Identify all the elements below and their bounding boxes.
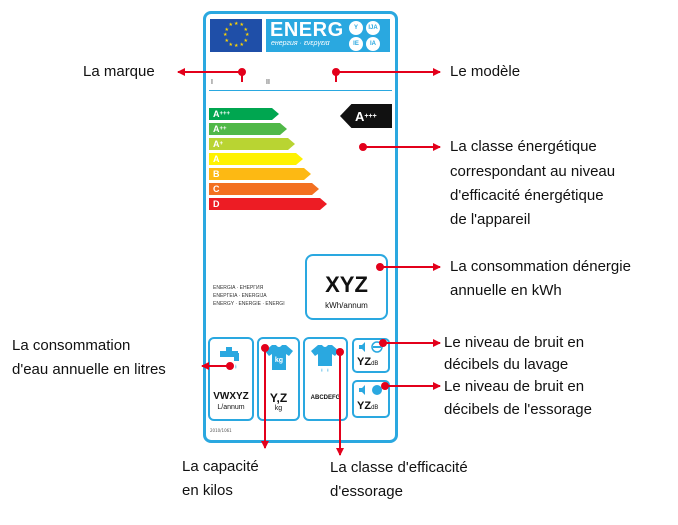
energy-class-bar: A: [209, 153, 303, 165]
callout-class-line2: correspondant au niveau: [450, 163, 616, 180]
callout-class-line4: de l'appareil: [450, 211, 531, 228]
eu-star-icon: ★: [243, 26, 248, 33]
eu-star-icon: ★: [234, 43, 239, 49]
callout-noise-spin-line2: décibels de l'essorage: [444, 401, 592, 418]
spin-dot: [336, 348, 344, 356]
energy-class-bar: C: [209, 183, 319, 195]
eu-star-icon: ★: [224, 26, 229, 33]
capacity-dot: [261, 344, 269, 352]
loudspeaker-spin-icon: [359, 385, 382, 395]
consumption-dot: [376, 263, 384, 271]
energy-consumption-value: XYZ: [325, 272, 368, 297]
energy-class-plus: +: [219, 141, 224, 147]
class-dot: [359, 143, 367, 151]
water-consumption-value: VWXYZ: [213, 391, 249, 402]
spin-drying-icon: [311, 345, 339, 372]
water-consumption-unit: L/annum: [217, 404, 245, 411]
noise-wash-unit: dB: [371, 361, 379, 367]
energy-class-letter: A: [213, 139, 220, 149]
callout-noise-wash-line2: décibels du lavage: [444, 356, 569, 373]
energy-language-list: ENERGIA · ЕНЕРГИЯ ΕΝΕΡΓΕΙΑ · ENERGIJA EN…: [213, 284, 285, 308]
water-dot: [226, 362, 234, 370]
energy-class-bar: A++: [209, 123, 287, 135]
energy-consumption-unit: kWh/annum: [325, 301, 368, 310]
eu-star-icon: ★: [245, 32, 250, 38]
noise-spin-value: YZdB: [357, 400, 378, 412]
energy-class-letter: D: [213, 199, 220, 209]
callout-spin-line1: La classe d'efficacité: [330, 459, 468, 476]
capacity-value: Y,Z: [269, 391, 288, 405]
energy-class-letter: A: [213, 124, 220, 134]
regulation-footer: 2010/1061: [210, 428, 232, 433]
callout-water-line2: d'eau annuelle en litres: [12, 361, 166, 378]
energy-class-bar: A+++: [209, 108, 279, 120]
loudspeaker-wash-icon: [359, 341, 383, 353]
energy-class-letter: A: [213, 109, 220, 119]
eu-star-icon: ★: [224, 37, 229, 44]
spin-class-range: ABCDEFG: [310, 395, 341, 401]
eu-star-icon: ★: [223, 32, 228, 38]
callout-consumption-line1: La consommation dénergie: [450, 258, 631, 275]
energy-rating-plus: +++: [364, 112, 377, 120]
energy-header-word: ENERG: [270, 19, 344, 41]
header-circle: IA: [366, 37, 380, 51]
energy-consumption-box: [305, 254, 388, 320]
capacity-unit: kg: [274, 405, 283, 412]
identifier-line: [209, 90, 392, 91]
noise-spin-dot: [381, 382, 389, 390]
callout-class-line3: d'efficacité énergétique: [450, 187, 604, 204]
callout-brand: La marque: [83, 63, 155, 80]
eu-star-icon: ★: [228, 41, 233, 48]
callout-model: Le modèle: [450, 63, 521, 80]
callout-capacity-line2: en kilos: [182, 482, 233, 499]
header-circle: IJA: [366, 21, 380, 35]
noise-wash-value: YZdB: [357, 356, 378, 368]
tshirt-kg-text: kg: [275, 357, 283, 364]
energy-class-plus: +++: [219, 111, 231, 117]
callout-noise-spin-line1: Le niveau de bruit en: [444, 378, 585, 395]
noise-wash-dot: [379, 339, 387, 347]
callout-capacity-line1: La capacité: [182, 458, 259, 475]
eu-star-icon: ★: [239, 22, 244, 29]
eu-star-icon: ★: [239, 41, 244, 48]
energy-language-line: ΕΝΕΡΓΕΙΑ · ENERGIJA: [213, 293, 267, 299]
callout-spin-line2: d'essorage: [330, 483, 403, 500]
model-mark: II: [266, 79, 270, 86]
noise-spin-unit: dB: [371, 405, 379, 411]
energy-header-subtitle: енергия · ενεργεια: [271, 40, 330, 47]
supplier-mark: I: [211, 79, 213, 86]
water-tap-icon: [220, 347, 239, 369]
callout-water-line1: La consommation: [12, 337, 131, 354]
energy-language-line: ENERGIA · ЕНЕРГИЯ: [213, 285, 264, 291]
eu-flag-icon: ★★★★★★★★★★★★: [210, 19, 262, 52]
energy-class-letter: A: [213, 154, 220, 164]
energy-language-line: ENERGY · ENERGIE · ENERGI: [213, 301, 285, 307]
energy-class-bar: D: [209, 198, 327, 210]
energy-rating-arrow: A+++: [340, 104, 392, 128]
energy-rating-label: A: [355, 108, 365, 124]
noise-spin-number: YZ: [357, 400, 372, 412]
energy-class-letter: B: [213, 169, 220, 179]
tshirt-kg-icon: kg: [265, 345, 293, 370]
header-circle: Y: [349, 21, 363, 35]
callout-class-line1: La classe énergétique: [450, 138, 597, 155]
energy-class-bar: B: [209, 168, 311, 180]
callout-consumption-line2: annuelle en kWh: [450, 282, 562, 299]
energy-class-bar: A+: [209, 138, 295, 150]
eu-star-icon: ★: [228, 22, 233, 29]
noise-wash-number: YZ: [357, 356, 372, 368]
energy-class-plus: ++: [219, 126, 227, 132]
eu-star-icon: ★: [243, 37, 248, 44]
header-circle: IE: [349, 37, 363, 51]
energy-class-letter: C: [213, 184, 220, 194]
callout-noise-wash-line1: Le niveau de bruit en: [444, 334, 585, 351]
eu-star-icon: ★: [234, 21, 239, 27]
